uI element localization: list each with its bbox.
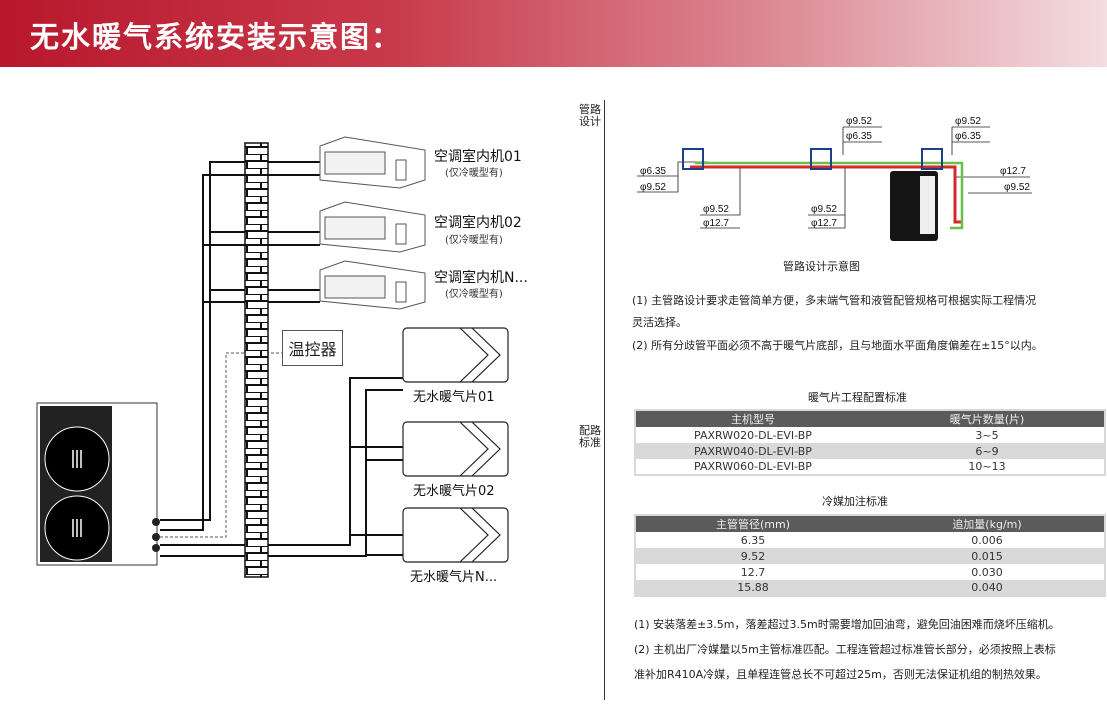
text-label: φ9.52 xyxy=(846,116,872,127)
text-label: 15.88 xyxy=(635,580,870,596)
radiator-config-table: 主机型号暖气片数量(片) PAXRW020-DL-EVI-BP 3~5 PAXRW… xyxy=(634,409,1106,476)
column-header: 暖气片数量(片) xyxy=(870,410,1105,427)
text-label: 6~9 xyxy=(870,443,1105,459)
design-note: (1) 主管路设计要求走管简单方便，多末端气管和液管配管规格可根据实际工程情况 xyxy=(632,294,1037,307)
text-label: 0.030 xyxy=(971,565,1003,579)
text-label: φ12.7 xyxy=(811,218,837,229)
thermostat-box: 温控器 xyxy=(282,330,343,366)
table-row: 12.7 0.030 xyxy=(635,564,1105,580)
outdoor-unit-mini xyxy=(890,171,938,241)
gas-pipe xyxy=(690,165,962,224)
indoor-unit-note: (仅冷暖型有) xyxy=(445,289,503,300)
design-note: 灵活选择。 xyxy=(632,316,687,329)
section-label-pipe-design: 管路设计 xyxy=(579,104,603,128)
header-banner xyxy=(0,0,1107,67)
text-label: PAXRW020-DL-EVI-BP xyxy=(694,428,812,442)
text-label: 6.35 xyxy=(740,533,766,547)
text-label: φ9.52 xyxy=(703,204,729,215)
standard-note: (1) 安装落差±3.5m，落差超过3.5m时需要增加回油弯，避免回油困难而烧坏… xyxy=(634,618,1060,631)
text-label: φ12.7 xyxy=(1000,166,1026,177)
text-label: φ9.52 xyxy=(640,182,666,193)
text-label: φ9.52 xyxy=(811,204,837,215)
installation-diagram xyxy=(36,136,509,578)
radiator-label: 无水暖气片02 xyxy=(413,484,495,499)
radiator-label: 无水暖气片01 xyxy=(413,390,495,405)
text-label: φ6.35 xyxy=(640,166,666,177)
text-label: 管路 xyxy=(579,103,601,116)
indoor-unit-label: 空调室内机N... xyxy=(434,270,528,286)
indoor-unit-note: (仅冷暖型有) xyxy=(445,235,503,246)
text-label: 12.7 xyxy=(740,565,766,579)
standard-note: (2) 主机出厂冷媒量以5m主管标准匹配。工程连管超过标准管长部分，必须按照上表… xyxy=(634,643,1056,656)
section-divider xyxy=(604,100,605,700)
text-label: 0.015 xyxy=(870,548,1105,564)
section-label-pipe-standard: 配路标准 xyxy=(579,425,603,449)
text-label: 0.006 xyxy=(971,533,1003,547)
text-label: φ9.52 xyxy=(955,116,981,127)
text-label: 0.040 xyxy=(870,580,1105,596)
column-header: 主管管径(mm) xyxy=(635,515,870,532)
text-label: 3~5 xyxy=(975,428,999,442)
table-row: PAXRW060-DL-EVI-BP 10~13 xyxy=(635,459,1105,475)
table-row: 6.35 0.006 xyxy=(635,532,1105,548)
text-label: φ6.35 xyxy=(846,131,872,142)
pipe-design-diagram: φ6.35 φ9.52 φ9.52 φ12.7 φ9.52 φ12.7 φ9.5… xyxy=(637,116,1032,241)
column-header: 主机型号 xyxy=(635,410,870,427)
table-row: PAXRW020-DL-EVI-BP 3~5 xyxy=(635,427,1105,443)
branch-boxes xyxy=(682,148,943,170)
indoor-unit-label: 空调室内机02 xyxy=(434,215,522,231)
column-header: 追加量(kg/m) xyxy=(870,515,1105,532)
liquid-pipe xyxy=(695,161,964,230)
indoor-unit-label: 空调室内机01 xyxy=(434,149,522,165)
text-label: φ9.52 xyxy=(1004,182,1030,193)
radiator-label: 无水暖气片N... xyxy=(410,570,498,585)
outdoor-unit-icon xyxy=(36,402,160,566)
radiator-icons xyxy=(402,327,509,563)
brick-wall xyxy=(244,142,269,578)
indoor-unit-note: (仅冷暖型有) xyxy=(445,168,503,179)
standard-note: 准补加R410A冷媒，且单程连管总长不可超过25m，否则无法保证机组的制热效果。 xyxy=(634,668,1047,681)
radiator-table-title: 暖气片工程配置标准 xyxy=(808,391,907,404)
design-note: (2) 所有分歧管平面必须不高于暖气片底部，且与地面水平面角度偏差在±15°以内… xyxy=(632,339,1043,352)
text-label: 10~13 xyxy=(968,460,1006,473)
text-label: φ12.7 xyxy=(703,218,729,229)
text-label: 标准 xyxy=(579,436,601,449)
indoor-unit-icons xyxy=(319,136,426,310)
page-title: 无水暖气系统安装示意图： xyxy=(30,20,403,54)
text-label: PAXRW060-DL-EVI-BP xyxy=(694,460,812,473)
refrigerant-table-title: 冷媒加注标准 xyxy=(822,495,888,508)
text-label: φ6.35 xyxy=(955,131,981,142)
text-label: 设计 xyxy=(579,115,601,128)
pipe-diagram-caption: 管路设计示意图 xyxy=(783,260,860,273)
text-label: PAXRW040-DL-EVI-BP xyxy=(635,443,870,459)
text-label: 配路 xyxy=(579,424,601,437)
text-label: 9.52 xyxy=(635,548,870,564)
